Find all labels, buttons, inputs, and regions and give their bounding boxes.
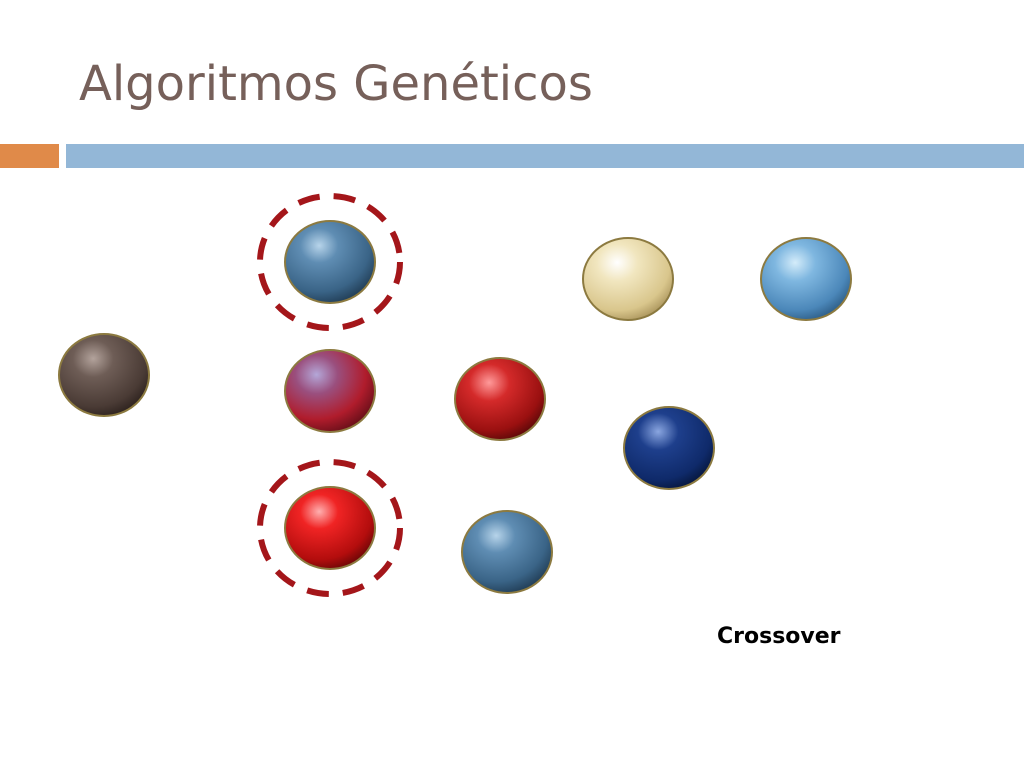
sphere-dark-brown — [58, 333, 150, 417]
sphere-purple-red — [284, 349, 376, 433]
accent-bar-blue — [66, 144, 1024, 168]
sphere-red — [454, 357, 546, 441]
sphere-steel-blue — [461, 510, 553, 594]
sphere-cream — [582, 237, 674, 321]
sphere-steel-blue-selected — [284, 220, 376, 304]
caption-crossover: Crossover — [717, 624, 841, 649]
selection-ring-bottom — [257, 459, 403, 597]
selection-ring-top — [257, 193, 403, 331]
page-title: Algoritmos Genéticos — [79, 56, 593, 112]
sphere-light-blue — [760, 237, 852, 321]
sphere-navy — [623, 406, 715, 490]
accent-bar-orange — [0, 144, 59, 168]
sphere-bright-red-selected — [284, 486, 376, 570]
